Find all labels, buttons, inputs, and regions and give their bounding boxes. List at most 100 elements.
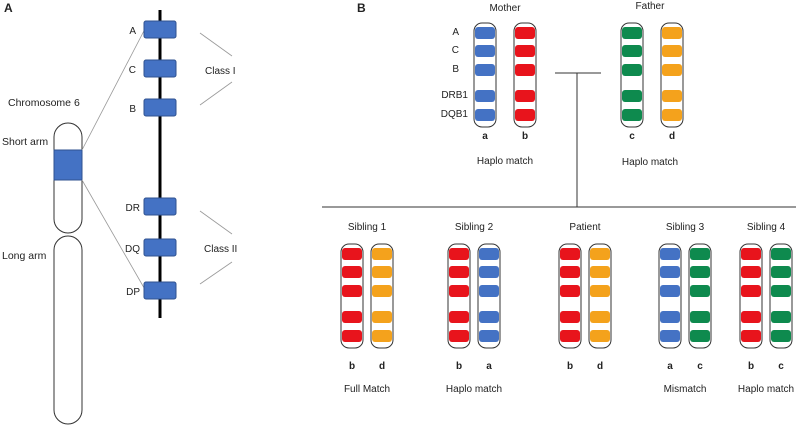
child-5-haplotype-c: c (769, 243, 793, 372)
zoom-line-bottom (81, 179, 148, 294)
mother-locus-a: A (452, 27, 459, 38)
allele-band (662, 90, 682, 102)
child-4-haplotype-a: a (658, 243, 682, 372)
allele-band (590, 248, 610, 260)
allele-band (771, 285, 791, 297)
allele-band (449, 266, 469, 278)
gene-label-c: C (129, 65, 136, 76)
child-1-haplotype-b: b (340, 243, 364, 372)
allele-band (690, 285, 710, 297)
allele-band (560, 330, 580, 342)
allele-band (690, 248, 710, 260)
gene-c: C (129, 59, 177, 78)
child-2-haplotype-b: b (447, 243, 471, 372)
child-match-text: Haplo match (446, 384, 502, 395)
allele-band (590, 330, 610, 342)
long-arm-label: Long arm (2, 250, 47, 262)
allele-band (660, 285, 680, 297)
hla-region-highlight (53, 149, 83, 181)
gene-label-dq: DQ (125, 244, 140, 255)
allele-band (515, 45, 535, 57)
allele-band (475, 90, 495, 102)
gene-dr: DR (126, 197, 177, 216)
allele-band (372, 248, 392, 260)
allele-band (741, 311, 761, 323)
child-title: Sibling 4 (747, 222, 786, 233)
haplotype-letter: a (482, 131, 488, 142)
panel-a-label: A (4, 1, 13, 15)
father-title: Father (636, 1, 666, 12)
allele-band (449, 285, 469, 297)
haplotype-letter: a (486, 361, 492, 372)
mother-match-text: Haplo match (477, 156, 533, 167)
allele-band (622, 64, 642, 76)
allele-band (560, 266, 580, 278)
allele-band (690, 330, 710, 342)
allele-band (372, 311, 392, 323)
class-ii-bracket-top (199, 210, 233, 235)
child-match-text: Haplo match (738, 384, 794, 395)
gene-a: A (129, 20, 177, 39)
allele-band (662, 109, 682, 121)
allele-band (449, 311, 469, 323)
allele-band (515, 109, 535, 121)
gene-b: B (129, 98, 177, 117)
allele-band (771, 266, 791, 278)
zoom-line-top (81, 24, 148, 151)
class-i-bracket-bottom (199, 81, 233, 106)
allele-band (515, 64, 535, 76)
mother-locus-c: C (452, 45, 459, 56)
allele-band (590, 285, 610, 297)
child-1-haplotype-d: d (370, 243, 394, 372)
gene-box (143, 281, 177, 300)
child-title: Patient (569, 222, 600, 233)
allele-band (741, 285, 761, 297)
haplotype-letter: b (522, 131, 528, 142)
allele-band (622, 90, 642, 102)
haplotype-letter: b (456, 361, 462, 372)
gene-box (143, 197, 177, 216)
allele-band (449, 248, 469, 260)
gene-box (143, 238, 177, 257)
child-2-haplotype-a: a (477, 243, 501, 372)
allele-band (741, 266, 761, 278)
gene-dq: DQ (125, 238, 177, 257)
child-3-haplotype-b: b (558, 243, 582, 372)
haplotype-letter: c (697, 361, 703, 372)
haplotype-letter: c (629, 131, 635, 142)
allele-band (479, 266, 499, 278)
allele-band (662, 64, 682, 76)
gene-label-dp: DP (126, 287, 140, 298)
haplotype-letter: b (567, 361, 573, 372)
allele-band (771, 248, 791, 260)
father-haplotype-c: c (620, 22, 644, 142)
allele-band (342, 311, 362, 323)
class-i-bracket-top (199, 32, 233, 57)
allele-band (479, 285, 499, 297)
allele-band (622, 109, 642, 121)
father-haplotype-d: d (660, 22, 684, 142)
haplotype-letter: b (748, 361, 754, 372)
child-title: Sibling 1 (348, 222, 387, 233)
panel-b-label: B (357, 1, 366, 15)
allele-band (479, 248, 499, 260)
allele-band (479, 311, 499, 323)
class-ii-label: Class II (204, 244, 237, 255)
allele-band (622, 45, 642, 57)
mother-locus-b: B (452, 64, 459, 75)
chromosome-long-arm (53, 235, 83, 425)
child-title: Sibling 2 (455, 222, 494, 233)
allele-band (475, 27, 495, 39)
allele-band (560, 248, 580, 260)
mother-locus-drb1: DRB1 (441, 90, 468, 101)
allele-band (342, 248, 362, 260)
short-arm-label: Short arm (2, 136, 48, 148)
haplotype-letter: d (669, 131, 675, 142)
allele-band (662, 27, 682, 39)
